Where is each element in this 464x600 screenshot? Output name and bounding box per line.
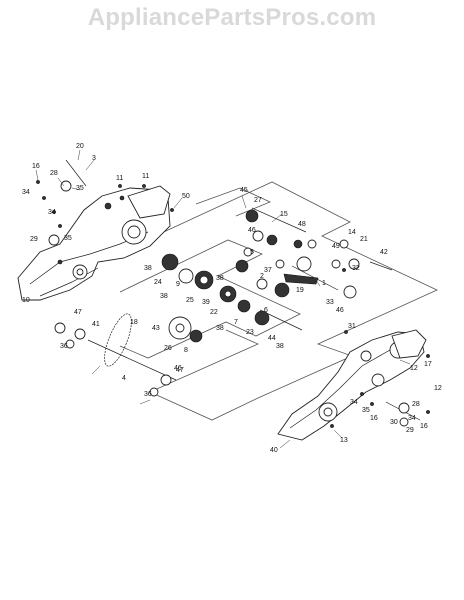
callout-6: 6 [264,307,268,314]
callout-16-a: 16 [32,163,40,170]
callout-34-d: 34 [408,415,416,422]
callout-8: 8 [184,347,188,354]
callout-29-a: 29 [30,236,38,243]
callout-labels: 1 2 3 4 5 6 7 8 9 10 11 11 12 12 13 14 1… [22,143,442,454]
callout-27: 27 [254,197,262,204]
callout-35-c: 35 [362,407,370,414]
gears [161,209,360,343]
callout-47-b: 47 [176,367,184,374]
callout-18: 18 [130,319,138,326]
callout-16-c: 16 [420,423,428,430]
callout-24: 24 [154,279,162,286]
callout-33: 33 [326,299,334,306]
callout-10: 10 [22,297,30,304]
callout-42: 42 [380,249,388,256]
callout-30: 30 [390,419,398,426]
chain [104,313,132,367]
left-housing [17,185,171,301]
callout-9: 9 [176,281,180,288]
callout-32: 32 [352,265,360,272]
callout-25: 25 [186,297,194,304]
callout-47-a: 47 [74,309,82,316]
callout-34-a: 34 [22,189,30,196]
callout-44: 44 [268,335,276,342]
callout-28-a: 28 [50,170,58,177]
callout-46-a: 46 [248,227,256,234]
callout-45: 45 [240,187,248,194]
callout-12-b: 12 [434,385,442,392]
callout-3: 3 [92,155,96,162]
callout-20: 20 [76,143,84,150]
callout-41: 41 [92,321,100,328]
callout-16-b: 16 [370,415,378,422]
shafts [65,159,421,421]
callout-7: 7 [234,319,238,326]
callout-46-c: 46 [174,365,182,372]
fasteners [36,180,430,428]
callout-40: 40 [270,447,278,454]
callout-17: 17 [424,361,432,368]
callout-48: 48 [298,221,306,228]
callout-39: 39 [202,299,210,306]
callout-37: 37 [264,267,272,274]
callout-49: 49 [332,243,340,250]
callout-31: 31 [348,323,356,330]
watermark: AppliancePartsPros.com [87,4,377,31]
right-housing [277,329,427,441]
callout-15: 15 [280,211,288,218]
callout-1: 1 [322,280,326,287]
callout-38-d: 38 [216,325,224,332]
callout-28-b: 28 [412,401,420,408]
callout-38-e: 38 [276,343,284,350]
callout-35-b: 35 [64,235,72,242]
callout-34-b: 34 [48,209,56,216]
callout-38-a: 38 [144,265,152,272]
callout-4: 4 [122,375,126,382]
leader-lines [35,149,411,449]
callout-26: 26 [164,345,172,352]
callout-38-c: 38 [216,275,224,282]
callout-11-a: 11 [116,175,123,182]
callout-46-b: 46 [336,307,344,314]
callout-11-b: 11 [142,173,149,180]
callout-34-c: 34 [350,399,358,406]
callout-35-a: 35 [76,185,84,192]
callout-43: 43 [152,325,160,332]
callout-50: 50 [182,193,190,200]
callout-38-b: 38 [160,293,168,300]
callout-21: 21 [360,236,368,243]
bearings-washers [48,180,410,427]
callout-2: 2 [260,273,264,280]
callout-19: 19 [296,287,304,294]
callout-14: 14 [348,229,356,236]
callout-13: 13 [340,437,348,444]
callout-5: 5 [250,249,254,256]
callout-36-a: 36 [60,343,68,350]
callout-36-b: 36 [144,391,152,398]
callout-23: 23 [246,329,254,336]
callout-12-a: 12 [410,365,418,372]
callout-22: 22 [210,309,218,316]
callout-29-b: 29 [406,427,414,434]
